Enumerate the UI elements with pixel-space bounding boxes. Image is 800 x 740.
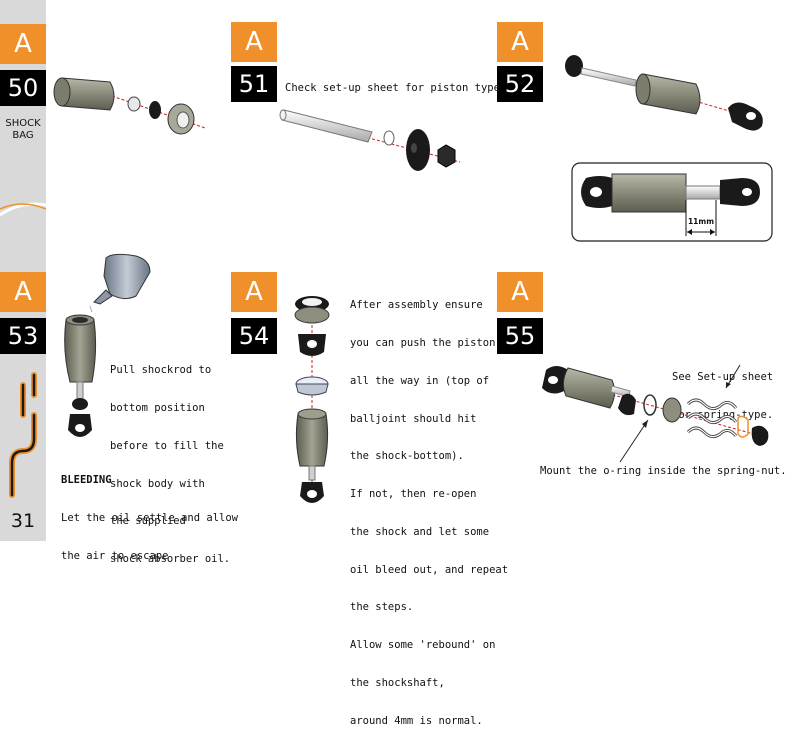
step-54-number: 54 (231, 318, 277, 354)
step-53-illustration (64, 253, 151, 437)
brand-logo (9, 372, 37, 498)
step-54-illustration (294, 296, 330, 505)
step-55-letter: A (497, 272, 543, 312)
step-50-number: 50 (0, 70, 46, 106)
step-52-number: 52 (497, 66, 543, 102)
dimension-inset: 11mm (571, 162, 773, 242)
section-label: SHOCK BAG (5, 118, 41, 141)
bleeding-title: BLEEDING (61, 474, 112, 486)
step-53-letter: A (0, 272, 46, 312)
step-51-instruction: Check set-up sheet for piston type (285, 82, 500, 94)
step-51-letter: A (231, 22, 277, 62)
step-51-illustration (279, 109, 461, 171)
step-50-letter: A (0, 24, 46, 64)
step-53-number: 53 (0, 318, 46, 354)
assembly-illustrations: 11mm (53, 55, 773, 505)
dimension-label: 11mm (688, 217, 714, 226)
sidebar-swoosh (0, 202, 46, 217)
step-55-number: 55 (497, 318, 543, 354)
step-55-illustration (542, 364, 769, 463)
step-51-number: 51 (231, 66, 277, 102)
step-54-letter: A (231, 272, 277, 312)
step-52-illustration (565, 55, 763, 131)
step-50-illustration (53, 77, 206, 135)
step-52-letter: A (497, 22, 543, 62)
spring-note: See Set-up sheet for spring-type. (672, 371, 774, 421)
page-number: 31 (10, 510, 36, 532)
oring-note: Mount the o-ring inside the spring-nut. (540, 465, 787, 477)
